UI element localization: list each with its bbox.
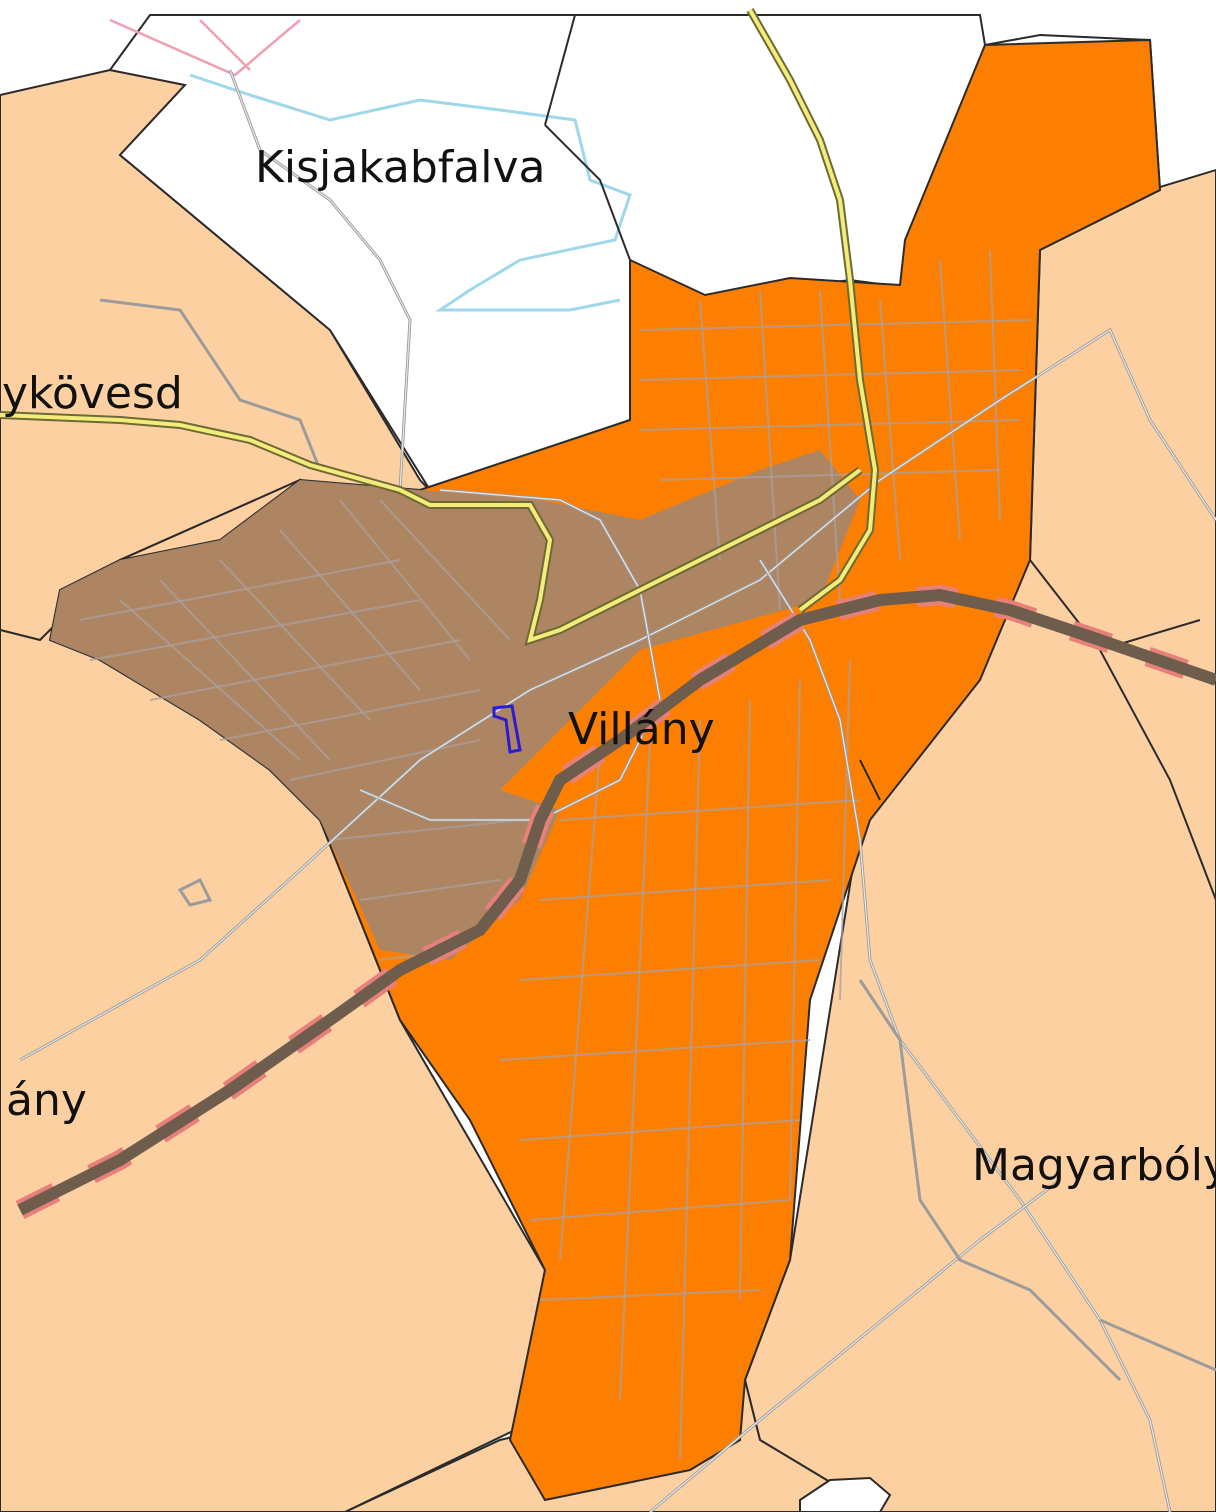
railway (15, 584, 1216, 1219)
main-roads (0, 8, 880, 647)
main-road-west (0, 413, 862, 644)
parcel-lines (79, 249, 1031, 1461)
label-kisjakabfalva[interactable]: Kisjakabfalva (255, 142, 545, 193)
location-marker-icon[interactable] (492, 704, 522, 754)
main-road-north (748, 9, 878, 612)
area-south-white (799, 1476, 892, 1512)
label-nagykovesd[interactable]: ykövesd (2, 368, 183, 419)
place-labels: Kisjakabfalva ykövesd Villány ány Magyar… (2, 142, 1216, 1191)
river (189, 73, 632, 312)
pink-boundary-line (109, 18, 301, 77)
label-villany[interactable]: Villány (568, 704, 715, 755)
railway-line (17, 588, 1216, 1216)
label-villanykovesd[interactable]: ány (6, 1075, 87, 1126)
label-magyarboly[interactable]: Magyarbóly (972, 1140, 1216, 1191)
